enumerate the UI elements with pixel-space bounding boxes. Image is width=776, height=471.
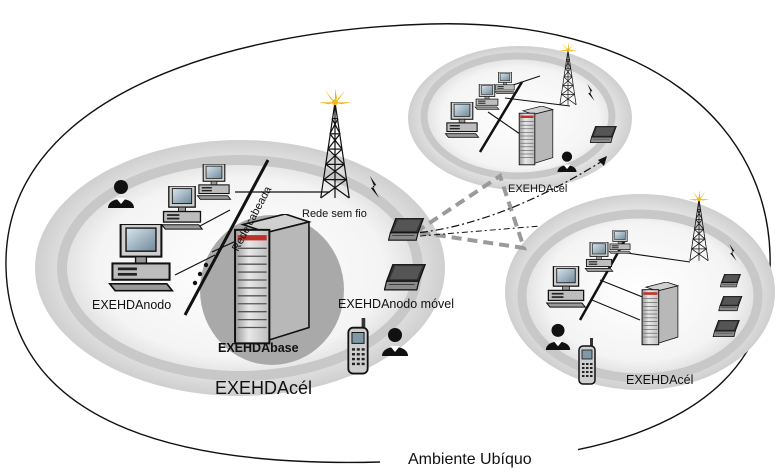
cell-top-right-wiring <box>487 75 571 135</box>
label-cell-top-right: EXEHDAcél <box>508 183 567 195</box>
label-ambiente-backdrop <box>398 444 578 470</box>
label-rede-sem-fio: Rede sem fio <box>302 208 367 220</box>
server-icon <box>518 106 554 166</box>
cell-top-right-ring <box>420 52 616 180</box>
antenna-icon <box>318 88 352 199</box>
wired-backbone <box>183 159 270 316</box>
label-exehdanodo: EXEHDAnodo <box>92 298 171 312</box>
label-ambiente-ubiquo: Ambiente Ubíquo <box>408 451 532 468</box>
label-exehdabase: EXEHDAbase <box>218 341 299 355</box>
label-exehdanodo-movel: EXEHDAnodo móvel <box>338 297 454 311</box>
server-icon <box>641 282 679 346</box>
cell-bottom-right-ring <box>517 209 763 383</box>
inter-cell-links <box>403 156 607 251</box>
label-cell-bottom-right: EXEHDAcél <box>626 373 693 387</box>
cell-bottom-right-area <box>505 194 775 390</box>
backbone-dots <box>192 262 209 286</box>
label-main-cell: EXEHDAcél <box>215 378 312 398</box>
